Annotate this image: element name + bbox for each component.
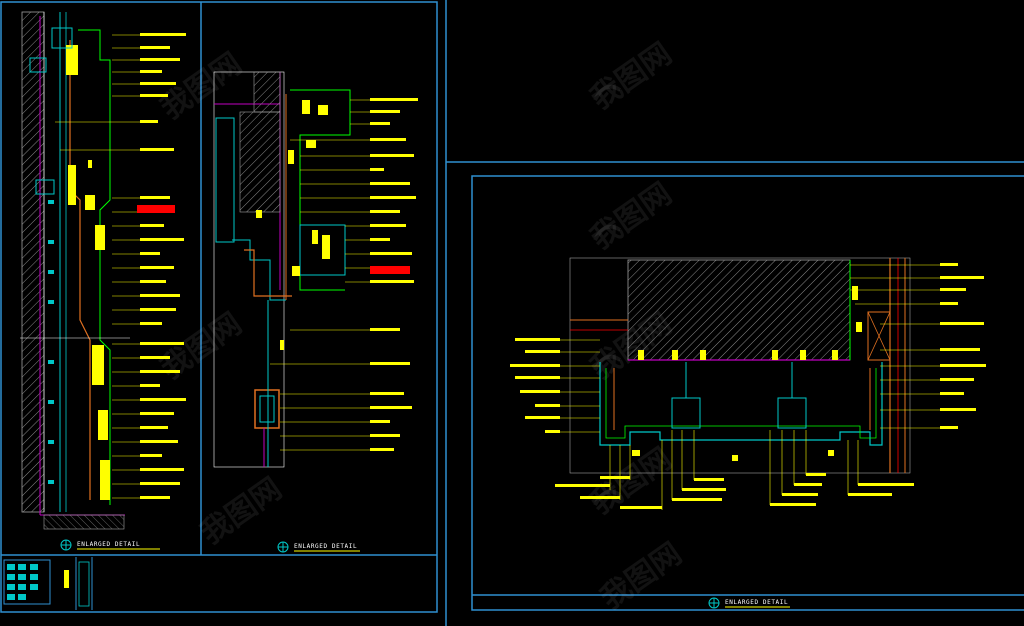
title-block <box>3 557 93 610</box>
logo-swoosh-icon <box>593 354 622 371</box>
detail-1-caption: ENLARGED DETAIL <box>60 539 160 551</box>
detail-3-caption: ENLARGED DETAIL <box>708 597 790 609</box>
highlight-note <box>370 266 410 274</box>
watermark-text: 我图网 <box>195 471 289 551</box>
highlight-note <box>137 205 175 213</box>
logo-swoosh-icon <box>593 84 622 101</box>
detail-1-drawing[interactable] <box>20 11 186 530</box>
detail-2-caption-text: ENLARGED DETAIL <box>294 543 357 550</box>
logo-swoosh-icon <box>593 489 622 506</box>
detail-2-drawing[interactable] <box>213 71 418 468</box>
detail-1-caption-text: ENLARGED DETAIL <box>77 541 140 548</box>
watermark-text: 我图网 <box>585 441 679 521</box>
detail-3-caption-text: ENLARGED DETAIL <box>725 599 788 606</box>
watermark-text: 我图网 <box>585 36 679 116</box>
logo-swoosh-icon <box>593 224 622 241</box>
concrete-slab <box>239 111 281 213</box>
watermarks: 我图网 我图网 我图网 我图网 我图网 我图网 我图网 我图网 <box>155 36 689 616</box>
detail-3-drawing[interactable] <box>510 257 986 510</box>
left-sheet-frame <box>0 1 438 613</box>
right-sheet-inner-frame <box>471 175 1024 611</box>
concrete-wall <box>21 11 45 513</box>
detail-2-caption: ENLARGED DETAIL <box>277 541 360 553</box>
watermark-text: 我图网 <box>585 176 679 256</box>
concrete-column <box>627 259 851 361</box>
watermark-text: 我图网 <box>595 536 689 616</box>
